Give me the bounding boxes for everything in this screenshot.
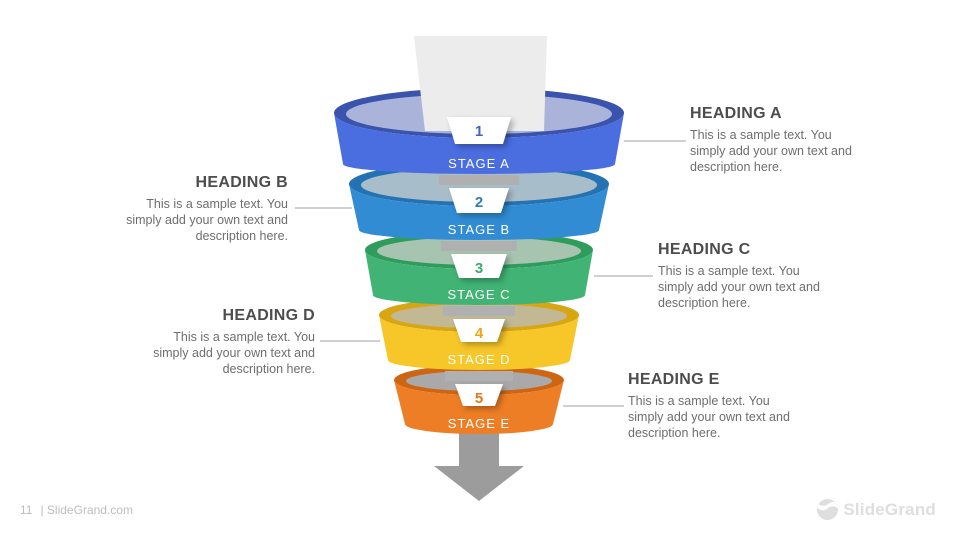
callout-c: HEADING C This is a sample text. You sim… <box>658 241 838 311</box>
slide-footer: 11 | SlideGrand.com <box>20 503 133 517</box>
callout-a-line: This is a sample text. You <box>690 128 832 142</box>
callout-b-line: This is a sample text. You <box>146 197 288 211</box>
callout-d-heading: HEADING D <box>222 307 315 324</box>
stage-number: 1 <box>475 123 483 140</box>
brand-text: SlideGrand <box>843 499 936 519</box>
callout-e: HEADING E This is a sample text. You sim… <box>628 371 808 441</box>
page-number: 11 <box>20 503 33 517</box>
stage-number-tag <box>453 319 505 342</box>
callout-b-heading: HEADING B <box>195 174 288 191</box>
callout-e-heading: HEADING E <box>628 371 720 388</box>
stage-number-tag <box>451 254 507 278</box>
stage-number-tag <box>455 384 503 406</box>
callout-b-line: description here. <box>195 229 288 243</box>
stage-label: STAGE E <box>448 416 510 431</box>
stage-number: 2 <box>475 194 483 211</box>
stage-number: 4 <box>475 325 484 342</box>
slidegrand-logo-icon <box>817 499 839 520</box>
stage-number: 5 <box>475 390 483 407</box>
stage-number-tag <box>449 188 509 213</box>
footer-site-text: | SlideGrand.com <box>40 503 133 517</box>
down-arrow-icon <box>434 424 524 501</box>
funnel-stage-3-hole <box>441 241 517 251</box>
callout-c-line: simply add your own text and <box>658 280 820 294</box>
stage-number-tag <box>447 117 511 144</box>
funnel-stage-5-band <box>394 380 564 434</box>
stage-number: 3 <box>475 260 483 277</box>
funnel-inlet <box>414 36 547 131</box>
callout-d-line: This is a sample text. You <box>173 330 315 344</box>
funnel-stage-2-hole <box>439 175 519 185</box>
callout-c-line: This is a sample text. You <box>658 264 800 278</box>
callout-b: HEADING B This is a sample text. You sim… <box>98 174 288 244</box>
funnel-stage-4-hole <box>443 306 515 316</box>
callout-d-line: simply add your own text and <box>153 346 315 360</box>
funnel-stage-4-band <box>379 315 579 370</box>
stage-label: STAGE C <box>447 287 510 302</box>
callout-d-line: description here. <box>222 362 315 376</box>
stage-label: STAGE D <box>447 352 510 367</box>
callout-e-line: description here. <box>628 426 721 440</box>
brand-logo: SlideGrand <box>817 499 936 520</box>
callout-b-line: simply add your own text and <box>126 213 288 227</box>
callout-c-heading: HEADING C <box>658 241 751 258</box>
callout-d: HEADING D This is a sample text. You sim… <box>125 307 315 377</box>
callout-a-line: description here. <box>690 160 783 174</box>
funnel-stage-5-hole <box>445 371 513 381</box>
callout-a: HEADING A This is a sample text. You sim… <box>690 105 870 175</box>
stage-label: STAGE B <box>448 222 510 237</box>
callout-c-line: description here. <box>658 296 751 310</box>
callout-a-heading: HEADING A <box>690 105 782 122</box>
stage-label: STAGE A <box>448 156 510 171</box>
callout-a-line: simply add your own text and <box>690 144 852 158</box>
callout-e-line: simply add your own text and <box>628 410 790 424</box>
callout-e-line: This is a sample text. You <box>628 394 770 408</box>
